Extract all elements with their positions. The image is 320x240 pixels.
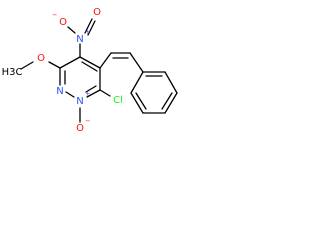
- methyl-label: H3C: [2, 67, 23, 78]
- molecule-canvas: H3C O N N + O − N + O − O Cl: [0, 0, 191, 146]
- chlorine-label: Cl: [113, 95, 123, 106]
- ether-oxygen-label: O: [37, 53, 45, 64]
- bond-vinyl-phenyl: [129, 52, 144, 73]
- nitro-nitrogen-label: N: [76, 34, 83, 45]
- nitro-oxygen-left-charge: −: [52, 11, 57, 19]
- n-oxide-oxygen-charge: −: [85, 117, 90, 125]
- n-oxide-oxygen-label: O: [76, 123, 84, 134]
- bond-o-c6: [48, 61, 61, 69]
- bond-ph-2: [164, 71, 178, 94]
- structure-diagram: H3C O N N + O − N + O − O Cl: [2, 7, 178, 134]
- bond-c3-n2-double: [85, 85, 97, 93]
- ring-nitrogen-1-label: N: [56, 86, 63, 97]
- bond-ph-3: [164, 92, 178, 114]
- nitro-oxygen-left-label: O: [59, 17, 67, 28]
- bond-nitro-o-right: [84, 18, 93, 34]
- nitro-nitrogen-charge: +: [85, 28, 90, 36]
- ring-nitrogen-2-label: N: [76, 96, 83, 107]
- bond-ph-3-inner: [161, 92, 173, 110]
- bond-c3-cl: [99, 89, 111, 97]
- bond-c5-c4: [79, 56, 101, 69]
- bond-ph-5: [130, 92, 144, 114]
- bond-ph-5-inner: [135, 92, 147, 110]
- ring-nitrogen-2-charge: +: [85, 90, 90, 98]
- bond-c4-vinyl1: [99, 52, 112, 69]
- nitro-oxygen-right-label: O: [93, 7, 101, 18]
- bond-nitro-o-right-double: [87, 20, 96, 36]
- bond-c5-c4-double: [81, 61, 98, 72]
- bond-ch3-o: [20, 61, 34, 70]
- bond-c6-c5: [59, 56, 81, 69]
- bond-ph-6: [130, 71, 144, 94]
- bond-n2-n1: [65, 91, 75, 98]
- bond-nitro-o-left: [67, 26, 76, 34]
- bond-c3-n2: [86, 89, 101, 98]
